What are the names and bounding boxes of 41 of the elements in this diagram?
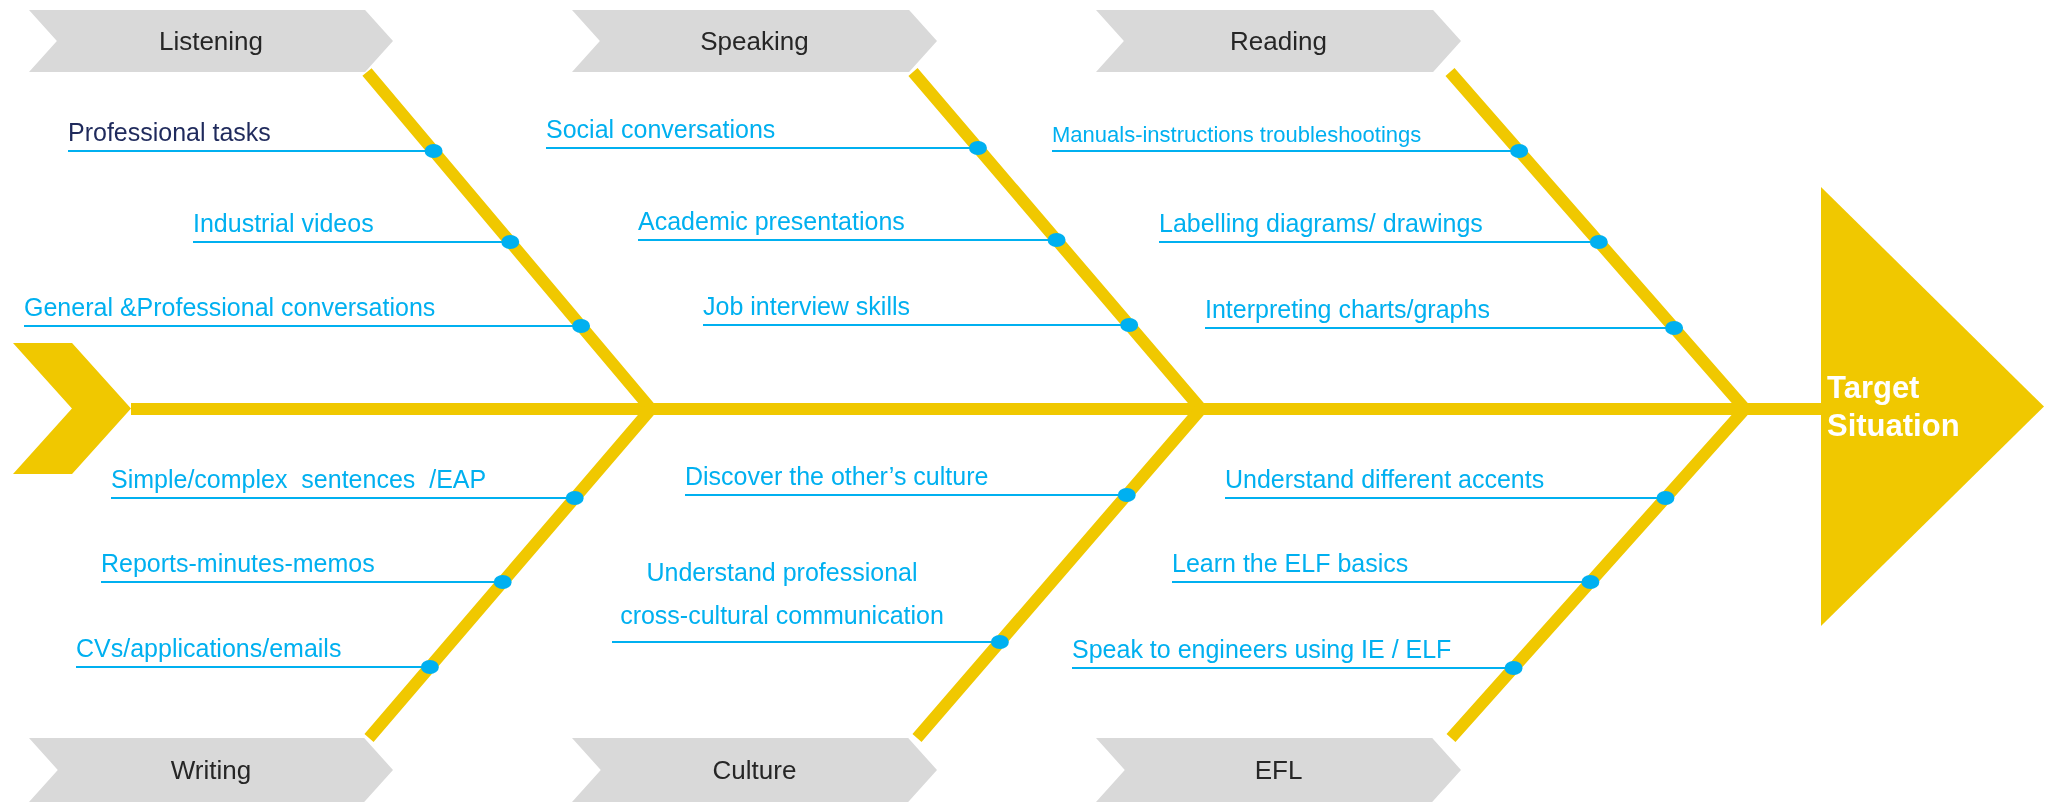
- category-chevron: Writing: [29, 738, 393, 802]
- cause-label: Discover the other’s culture: [685, 462, 989, 495]
- leader-line: [1224, 491, 1675, 505]
- cause-label: General &Professional conversations: [24, 293, 436, 326]
- category-chevron: EFL: [1096, 738, 1461, 802]
- leader-line: [545, 141, 987, 155]
- cause-label: Simple/complex sentences /EAP: [111, 465, 487, 498]
- category-chevron: Culture: [572, 738, 937, 802]
- cause-label: Speak to engineers using IE / ELF: [1072, 635, 1452, 668]
- cause-label: Learn the ELF basics: [1172, 549, 1409, 582]
- category-chevron: Reading: [1096, 10, 1461, 72]
- head-triangle: Target Situation: [1821, 187, 2044, 626]
- leader-line: [1158, 235, 1608, 249]
- cause-label: Labelling diagrams/ drawings: [1159, 209, 1483, 242]
- cause-label: CVs/applications/emails: [76, 634, 342, 667]
- leader-line: [192, 235, 520, 249]
- leader-line: [1051, 144, 1529, 158]
- cause-label: Social conversations: [546, 115, 776, 148]
- cause-label: Professional tasks: [68, 118, 271, 151]
- cause-label: Job interview skills: [703, 292, 910, 325]
- cause-label: Interpreting charts/graphs: [1205, 295, 1490, 328]
- leader-line: [67, 144, 443, 158]
- cause-label: Reports-minutes-memos: [101, 549, 375, 582]
- cause-label: Understand professional cross-cultural communication: [612, 550, 952, 642]
- category-chevron: Listening: [29, 10, 393, 72]
- leader-line: [702, 318, 1139, 332]
- leader-line: [110, 491, 584, 505]
- leader-line: [75, 660, 439, 674]
- leader-line: [1071, 661, 1523, 675]
- leader-line: [611, 635, 1009, 649]
- leader-line: [1204, 321, 1684, 335]
- cause-label: Manuals-instructions troubleshootings: [1052, 121, 1422, 151]
- leader-line: [684, 488, 1136, 502]
- cause-label: Understand different accents: [1225, 465, 1545, 498]
- leader-line: [23, 319, 591, 333]
- leader-line: [1171, 575, 1600, 589]
- category-chevron: Speaking: [572, 10, 937, 72]
- cause-label: Industrial videos: [193, 209, 374, 242]
- leader-line: [100, 575, 512, 589]
- cause-label: Academic presentations: [638, 207, 905, 240]
- leader-line: [637, 233, 1066, 247]
